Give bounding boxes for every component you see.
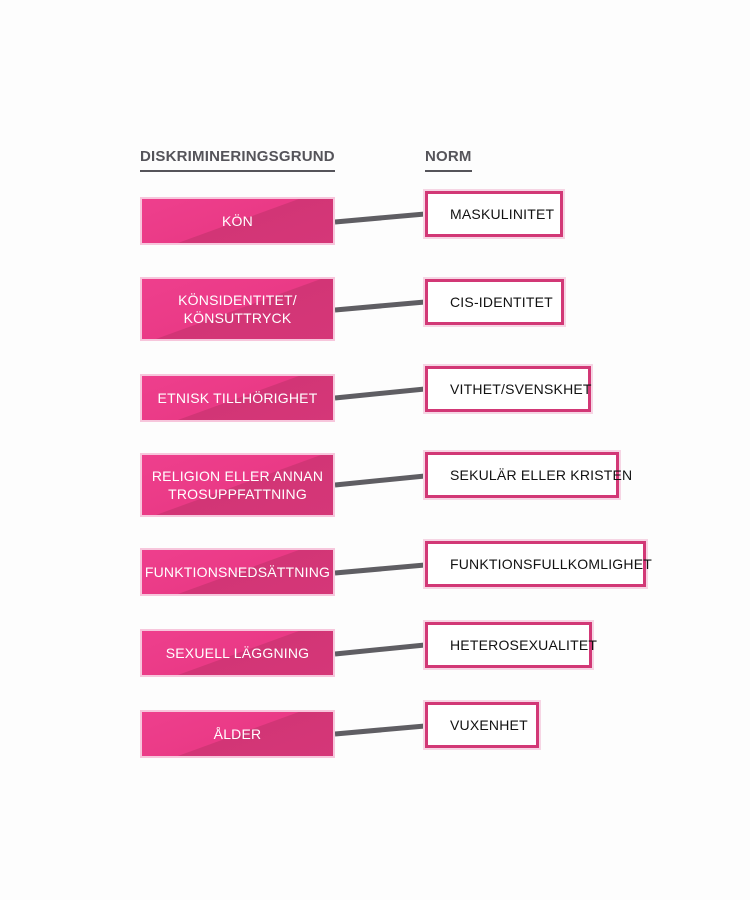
ground-label: FUNKTIONSNEDSÄTTNING [144, 564, 331, 580]
norm-label: VUXENHET [450, 717, 528, 733]
ground-label: KÖNSIDENTITET/ KÖNSUTTRYCK [178, 292, 297, 326]
ground-box-sexuell: SEXUELL LÄGGNING [140, 629, 335, 677]
connector-line-funktion [334, 562, 426, 576]
ground-box-kon: KÖN [140, 197, 335, 245]
ground-label: ETNISK TILLHÖRIGHET [157, 390, 318, 406]
ground-box-etnisk: ETNISK TILLHÖRIGHET [140, 374, 335, 422]
connector-line-sexuell [334, 642, 426, 657]
norm-box-cis-identitet: CIS-IDENTITET [425, 279, 564, 325]
norm-box-maskulinitet: MASKULINITET [425, 191, 563, 237]
column-header-discrimination-ground: DISKRIMINERINGSGRUND [140, 148, 335, 172]
norm-box-vuxenhet: VUXENHET [425, 702, 539, 748]
norm-label: VITHET/SVENSKHET [450, 381, 592, 397]
connector-line-religion [334, 473, 426, 488]
norm-box-sekular: SEKULÄR ELLER KRISTEN [425, 452, 632, 498]
norm-label: MASKULINITET [450, 206, 555, 222]
ground-label: SEXUELL LÄGGNING [165, 645, 310, 661]
connector-line-etnisk [334, 386, 426, 401]
ground-box-alder: ÅLDER [140, 710, 335, 758]
norm-label: CIS-IDENTITET [450, 294, 553, 310]
norm-box-vithet: VITHET/SVENSKHET [425, 366, 591, 412]
connector-line-konsidentitet [334, 299, 426, 313]
norm-label: SEKULÄR ELLER KRISTEN [450, 467, 633, 483]
norm-box-heterosexualitet: HETEROSEXUALITET [425, 622, 597, 668]
column-header-norm: NORM [425, 148, 472, 172]
ground-box-religion: RELIGION ELLER ANNAN TROSUPPFATTNING [140, 453, 335, 517]
norm-box-funktionsfullkomlighet: FUNKTIONSFULLKOMLIGHET [425, 541, 652, 587]
ground-box-konsidentitet: KÖNSIDENTITET/ KÖNSUTTRYCK [140, 277, 335, 341]
ground-label: ÅLDER [213, 726, 262, 742]
ground-label: RELIGION ELLER ANNAN TROSUPPFATTNING [151, 468, 324, 502]
norm-label: FUNKTIONSFULLKOMLIGHET [450, 556, 652, 572]
norm-label: HETEROSEXUALITET [450, 637, 598, 653]
connector-line-alder [334, 723, 426, 737]
connector-line-kon [334, 211, 426, 225]
ground-box-funktion: FUNKTIONSNEDSÄTTNING [140, 548, 335, 596]
ground-label: KÖN [222, 213, 253, 229]
